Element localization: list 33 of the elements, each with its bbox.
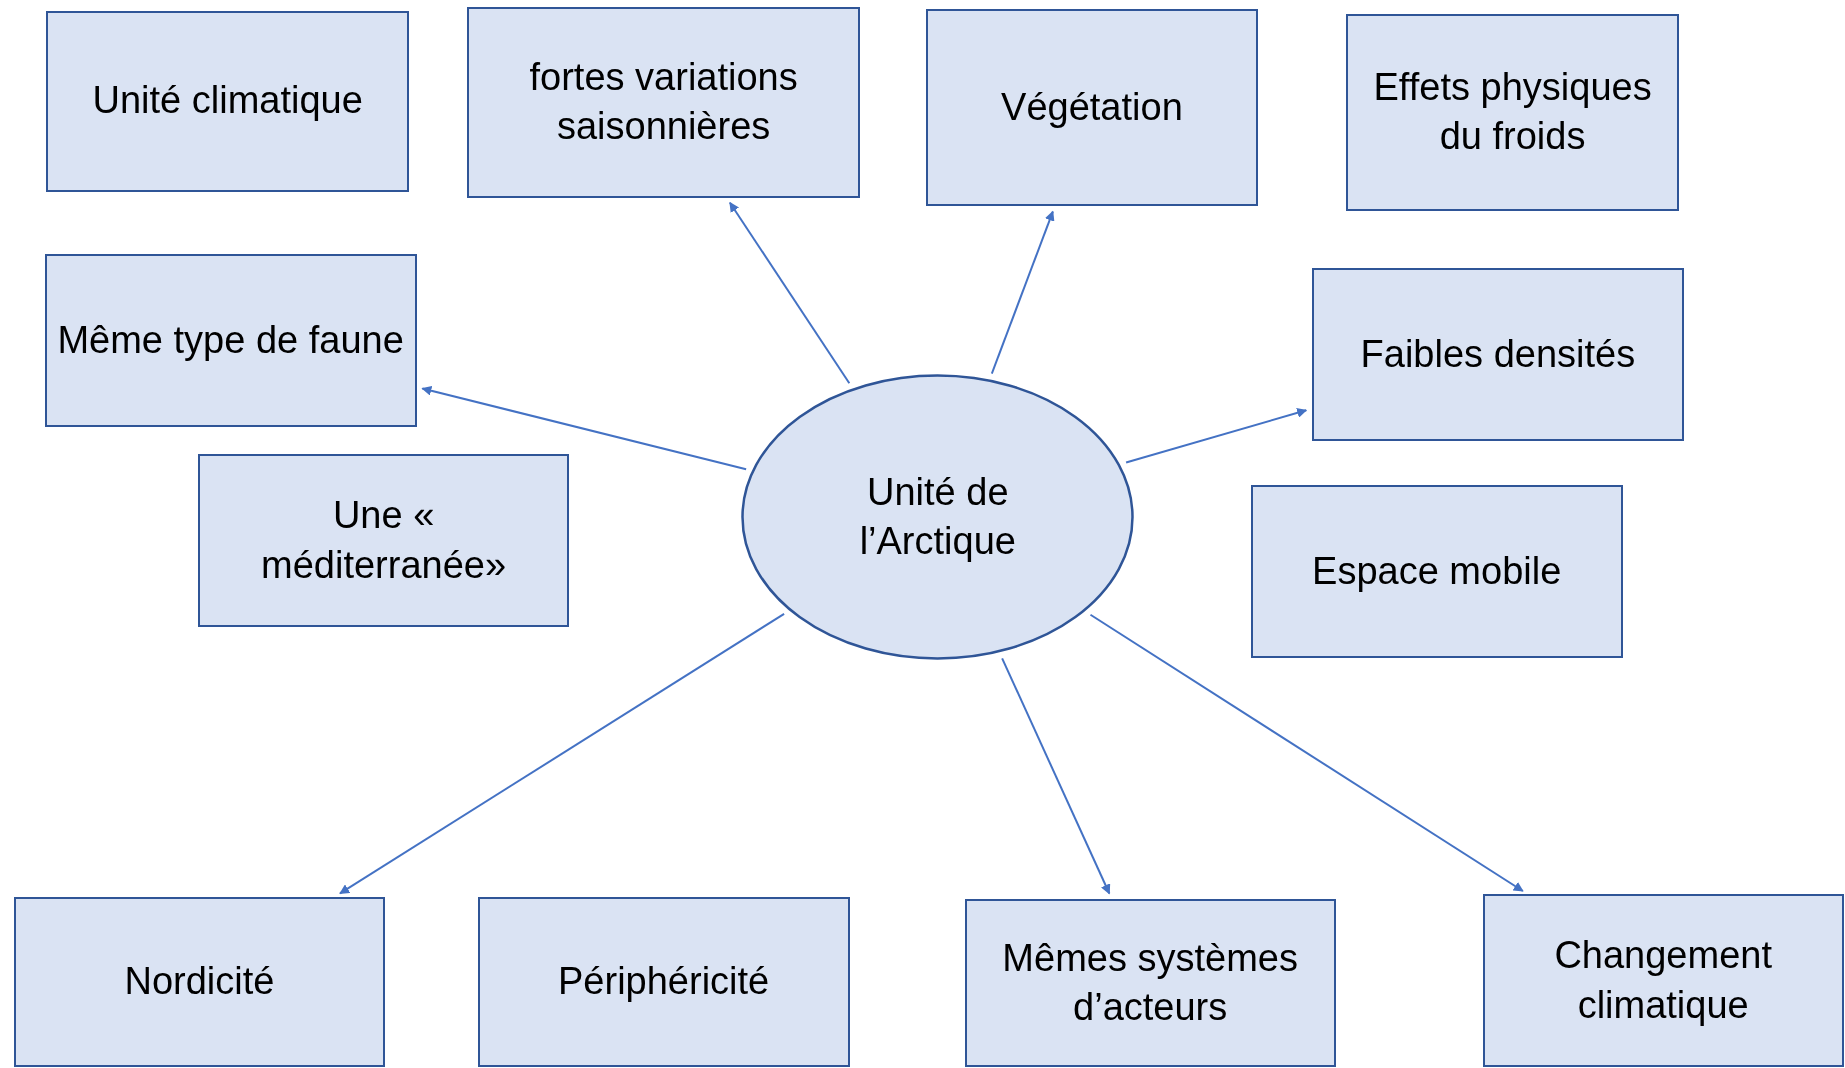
node-label: Une « méditerranée» [260,493,508,588]
node-label: Végétation [1000,84,1184,130]
node-label: Périphéricité [557,959,771,1005]
concept-box [477,896,850,1068]
node-label: Nordicité [123,959,276,1005]
node-label: Espace mobile [1311,548,1563,594]
arrow [728,201,851,385]
concept-box [926,9,1258,206]
arrow [990,210,1055,375]
concept-box [197,454,570,628]
concept-box [1346,14,1680,211]
arrow [1125,408,1308,464]
node-label: Changement climatique [1553,933,1773,1028]
arrow [421,385,748,471]
node-label: Unité climatique [91,78,364,124]
concept-box [467,7,861,198]
node-label: Même type de faune [56,317,405,363]
concept-box [1482,894,1844,1068]
central-ellipse [741,374,1135,661]
concept-box [964,898,1336,1068]
node-label: fortes variations saisonnières [528,54,799,150]
concept-box [1311,268,1684,442]
arrow [1001,657,1111,895]
node-label: Effets physiques du froids [1372,64,1653,160]
node-label: Mêmes systèmes d’acteurs [1001,935,1299,1031]
concept-box [45,10,410,192]
node-label: Unité de l’Arctique [858,469,1017,565]
node-label: Faibles densités [1359,332,1637,378]
concept-box [1250,484,1623,658]
concept-box [44,254,417,428]
arrow [1089,613,1524,893]
concept-box [14,896,385,1068]
arrow [339,612,786,895]
